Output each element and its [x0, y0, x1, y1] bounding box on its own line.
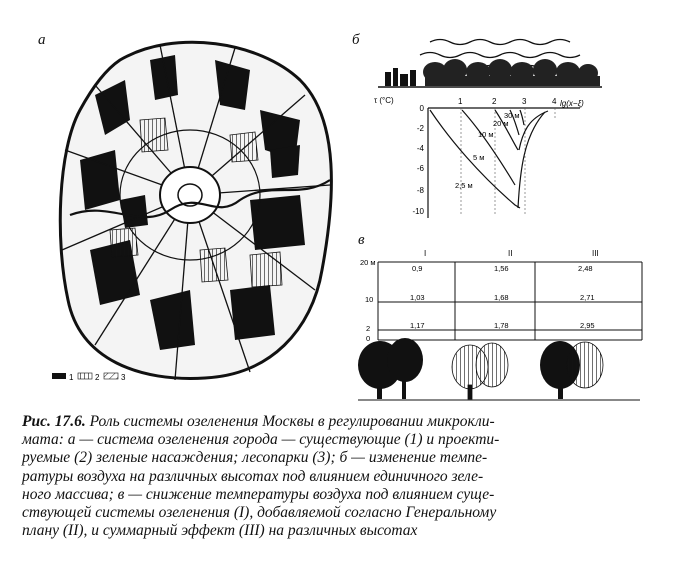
height-10: 10	[365, 295, 373, 304]
curve-label-20m: 20 м	[493, 119, 509, 128]
column-header-II: II	[508, 249, 512, 258]
value-II-10: 1,68	[494, 293, 509, 302]
curve-10m	[494, 109, 519, 151]
trees-I	[358, 338, 423, 399]
panel-a-label: а	[38, 32, 46, 48]
y-tick-m10: -10	[412, 207, 424, 216]
height-0: 0	[366, 334, 370, 343]
temperature-curves	[429, 109, 549, 209]
x-tick-labels: 1 2 3 4	[458, 97, 557, 106]
caption-line-7: плану (II), и суммарный эффект (III) на …	[22, 522, 418, 540]
curve-label-5m: 5 м	[473, 153, 484, 162]
curve-label-10m: 10 м	[478, 130, 494, 139]
skyline	[385, 68, 416, 86]
value-II-2: 1,78	[494, 321, 509, 330]
value-I-10: 1,03	[410, 293, 425, 302]
trees-III	[540, 341, 604, 399]
column-dividers	[377, 262, 643, 340]
curve-20m	[509, 109, 520, 136]
y-axis-title: τ (°C)	[374, 96, 394, 105]
column-headers: I II III	[424, 249, 599, 258]
cooling-values: 0,9 1,56 2,48 1,03 1,68 2,71 1,17 1,78 2…	[410, 264, 595, 330]
value-I-20: 0,9	[412, 264, 422, 273]
x-tick-3: 3	[522, 97, 527, 106]
legend-label-2: 2	[95, 373, 100, 382]
legend-swatch-projected	[77, 372, 93, 380]
value-III-20: 2,48	[578, 264, 593, 273]
curve-labels: 30 м 20 м 10 м 5 м 2,5 м	[455, 111, 520, 190]
curve-30m	[519, 109, 525, 126]
existing-green-areas	[80, 55, 305, 350]
caption-line-4: ратуры воздуха на различных высотах под …	[22, 467, 484, 485]
value-II-20: 1,56	[494, 264, 509, 273]
y-tick-m8: -8	[417, 186, 425, 195]
legend-label-3: 3	[121, 373, 126, 382]
y-tick-m4: -4	[417, 144, 425, 153]
y-tick-m6: -6	[417, 164, 425, 173]
x-grid	[460, 108, 556, 215]
y-tick-0: 0	[420, 104, 425, 113]
value-III-10: 2,71	[580, 293, 595, 302]
legend-swatch-existing	[52, 373, 66, 379]
caption-line-6: ствующей системы озеленения (I), добавля…	[22, 504, 497, 522]
column-header-III: III	[592, 249, 599, 258]
curve-recovery	[517, 111, 546, 209]
legend-swatch-forest-park	[103, 372, 119, 380]
caption-line-1-text: Роль системы озеленения Москвы в регулир…	[85, 413, 495, 430]
caption-line-3: руемые (2) зеленые насаждения; лесопарки…	[22, 449, 488, 467]
caption-lead: Рис. 17.6.	[22, 413, 86, 430]
value-I-2: 1,17	[410, 321, 425, 330]
curve-2-5m	[429, 109, 521, 209]
legend-label-1: 1	[69, 373, 74, 382]
x-tick-4: 4	[552, 97, 557, 106]
panel-b-label: б	[352, 32, 360, 48]
y-tick-m2: -2	[417, 124, 425, 133]
figure-caption: Рис. 17.6. Роль системы озеленения Москв…	[22, 413, 662, 540]
height-20m: 20 м	[360, 258, 376, 267]
panel-c-label: в	[358, 232, 365, 248]
y-tick-labels: 0 -2 -4 -6 -8 -10	[412, 104, 424, 216]
column-header-I: I	[424, 249, 426, 258]
height-labels: 20 м 10 2 0	[360, 258, 376, 343]
value-III-2: 2,95	[580, 321, 595, 330]
caption-line-2: мата: а — система озеленения города — су…	[22, 431, 500, 449]
trees-II	[451, 342, 509, 400]
caption-line-1: Рис. 17.6. Роль системы озеленения Москв…	[22, 413, 662, 431]
height-2: 2	[366, 324, 370, 333]
green-mass-trees	[423, 59, 600, 86]
projected-green-areas	[109, 117, 283, 288]
river	[69, 179, 331, 219]
x-tick-1: 1	[458, 97, 463, 106]
curve-label-2-5m: 2,5 м	[455, 181, 473, 190]
x-axis-title: lg(x−ξ)	[560, 99, 584, 108]
curve-label-30m: 30 м	[504, 111, 520, 120]
curve-5m	[461, 109, 516, 186]
height-lines	[378, 261, 642, 341]
x-tick-2: 2	[492, 97, 497, 106]
caption-line-5: ного массива; в — снижение температуры в…	[22, 485, 495, 503]
